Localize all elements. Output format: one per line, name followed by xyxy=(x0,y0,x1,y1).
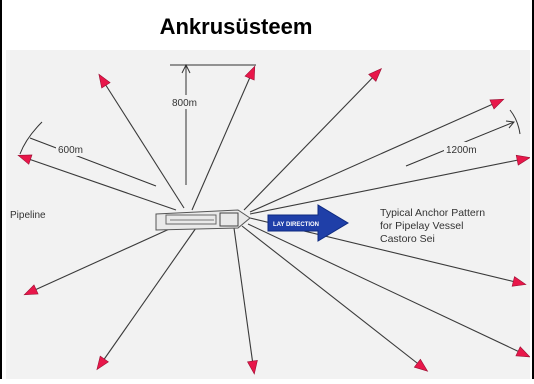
anchor-marker-8 xyxy=(413,358,429,372)
anchor-cable-9 xyxy=(233,227,255,373)
dim-600-label-bg xyxy=(56,142,86,156)
lay-direction-label: LAY DIRECTION xyxy=(273,222,319,228)
anchor-cable-3 xyxy=(243,69,381,211)
lay-direction-arrow-shape xyxy=(267,204,349,242)
slide-title: Ankrusüsteem xyxy=(0,14,534,40)
anchor-cable-7 xyxy=(247,223,529,357)
anchor-cable-8 xyxy=(241,225,427,371)
dim-1200-arc xyxy=(509,109,521,135)
anchor-cable-5 xyxy=(249,157,529,215)
anchor-cable-12 xyxy=(19,155,177,211)
dimension-600m: 600m xyxy=(19,121,157,187)
anchors xyxy=(17,65,531,375)
caption-line-3: Castoro Sei xyxy=(380,233,435,245)
vessel-deck xyxy=(165,214,217,225)
lay-direction-arrow: LAY DIRECTION xyxy=(267,204,349,242)
anchor-cable-4 xyxy=(249,99,503,213)
dim-800-label: 800m xyxy=(172,98,197,109)
anchor-marker-2 xyxy=(244,65,256,81)
anchor-cable-2 xyxy=(191,67,255,211)
dim-1200-label: 1200m xyxy=(446,145,477,156)
dim-800-arrowhead xyxy=(181,63,191,74)
dimension-800m: 800m xyxy=(169,63,256,185)
dim-1200-label-bg xyxy=(444,142,482,156)
dim-600-label: 600m xyxy=(58,145,83,156)
dim-600-line xyxy=(29,137,157,187)
anchor-marker-12 xyxy=(17,154,33,165)
pipelay-vessel xyxy=(155,209,251,231)
anchor-cable-11 xyxy=(25,225,177,295)
anchor-marker-3 xyxy=(368,68,382,82)
dim-600-arc xyxy=(19,121,43,155)
anchor-marker-6 xyxy=(511,276,527,287)
anchor-marker-9 xyxy=(247,360,258,375)
anchor-marker-1 xyxy=(98,73,111,89)
anchor-marker-11 xyxy=(23,284,39,296)
anchor-marker-10 xyxy=(96,355,109,371)
anchor-cable-10 xyxy=(97,227,197,369)
dim-1200-arrowhead xyxy=(505,120,515,129)
vessel-bridge xyxy=(219,212,239,227)
dimension-1200m: 1200m xyxy=(405,109,521,167)
anchor-marker-5 xyxy=(515,154,531,166)
slide-title-text: Ankrusüsteem xyxy=(159,14,313,39)
anchor-marker-4 xyxy=(489,98,505,110)
caption-line-1: Typical Anchor Pattern xyxy=(380,207,485,219)
anchor-cable-1 xyxy=(99,75,185,209)
pipeline-label: Pipeline xyxy=(10,210,46,221)
dim-800-label-bg xyxy=(169,95,203,109)
caption-line-2: for Pipelay Vessel xyxy=(380,220,463,232)
anchor-marker-7 xyxy=(515,346,531,358)
anchor-cables xyxy=(19,67,529,373)
anchor-pattern-diagram: LAY DIRECTION Pipeline Typical Anchor Pa… xyxy=(6,50,531,379)
anchor-pattern-svg: LAY DIRECTION Pipeline Typical Anchor Pa… xyxy=(10,63,531,375)
